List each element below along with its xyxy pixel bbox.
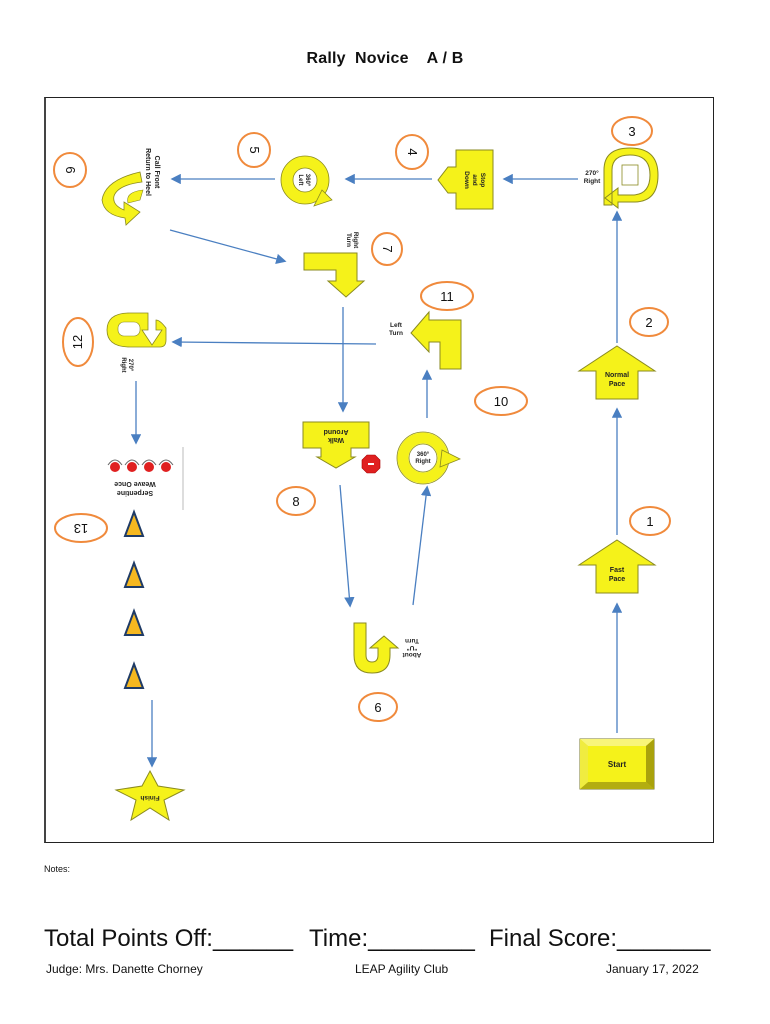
svg-text:3: 3	[628, 124, 635, 139]
svg-text:10: 10	[494, 394, 508, 409]
event-date: January 17, 2022	[606, 962, 699, 976]
station-9-about-u-turn-sign: About "U" Turn	[353, 622, 422, 674]
station-number-4: 4	[395, 134, 429, 170]
station-10-360-right-sign: 360° Right	[396, 431, 461, 485]
station-number-9: 9	[358, 692, 398, 722]
svg-text:11: 11	[440, 289, 454, 304]
station-12-270-right-sign: 270° Right	[106, 312, 167, 373]
notes-label: Notes:	[44, 864, 71, 874]
sign-text: Down	[463, 171, 470, 189]
final-score-field[interactable]: Final Score:_______	[489, 925, 711, 952]
station-11-left-turn-sign: Left Turn	[389, 310, 462, 370]
sign-text: Call Front	[153, 156, 160, 189]
svg-text:1: 1	[646, 514, 653, 529]
sign-text: 360°	[304, 174, 310, 187]
time-field[interactable]: Time:________	[309, 925, 475, 952]
station-numbers: 1 2 3 4 5 6 7 8 9 10 11 12 13	[53, 116, 671, 722]
sign-text: Left	[390, 322, 403, 329]
svg-text:2: 2	[645, 315, 652, 330]
station-number-10: 10	[474, 386, 528, 416]
sign-text: Turn	[345, 233, 352, 247]
sign-text: Pace	[609, 381, 625, 388]
sign-text: Right	[352, 232, 359, 249]
path-11-to-12	[171, 336, 377, 348]
station-8-walk-around-sign: Walk Around	[302, 421, 381, 474]
station-number-3: 3	[611, 116, 653, 146]
station-number-12: 12	[62, 317, 94, 367]
sign-text: 270°	[585, 169, 599, 177]
cone-icon	[123, 560, 145, 588]
sign-text: "U"	[407, 644, 418, 651]
cone-icon	[123, 608, 145, 636]
club-name: LEAP Agility Club	[355, 962, 449, 976]
finish-label: Finish	[140, 794, 159, 801]
sign-text: Left	[297, 175, 303, 186]
sign-text: 270°	[127, 359, 133, 372]
svg-text:6: 6	[63, 166, 78, 173]
sign-text: Weave Once	[114, 480, 156, 487]
station-number-11: 11	[420, 281, 474, 311]
svg-text:9: 9	[374, 700, 381, 715]
path-9-to-10	[412, 485, 432, 606]
station-number-7: 7	[371, 232, 403, 266]
svg-text:13: 13	[74, 521, 88, 536]
page-title: Rally Novice A / B	[306, 50, 464, 67]
station-number-5: 5	[237, 132, 271, 168]
start-sign: Start	[579, 738, 655, 790]
sign-text: Serpentine	[117, 489, 153, 496]
sign-text: Pace	[609, 576, 625, 583]
sign-text: Turn	[389, 330, 403, 337]
sign-text: About	[402, 651, 422, 658]
svg-text:8: 8	[292, 494, 299, 509]
station-7-right-turn-sign: Right Turn	[303, 232, 366, 298]
station-6-call-front-sign: Call Front Return to Heel	[101, 148, 160, 226]
path-arrows	[130, 173, 623, 768]
station-5-360-left-sign: 360° Left	[280, 155, 333, 207]
sign-text: Right	[415, 459, 430, 465]
sign-text: 360°	[417, 452, 430, 458]
station-number-1: 1	[629, 506, 671, 536]
finish-sign: Finish	[114, 769, 186, 822]
svg-text:4: 4	[405, 148, 420, 155]
station-3-270-right-sign: 270° Right	[584, 147, 659, 210]
sign-text: Fast	[610, 567, 625, 574]
sign-text: Right	[120, 357, 126, 372]
sign-text: Around	[324, 428, 349, 435]
station-2-normal-pace-sign: Normal Pace	[577, 345, 657, 400]
station-number-8: 8	[276, 486, 316, 516]
sign-text: Return to Heel	[144, 148, 151, 196]
path-8-to-9	[339, 484, 355, 608]
course-map-border	[44, 97, 714, 843]
path-6-to-7	[169, 229, 287, 264]
station-number-6: 6	[53, 152, 87, 188]
judge-name: Judge: Mrs. Danette Chorney	[46, 962, 203, 976]
cone-icon	[123, 509, 145, 537]
svg-text:12: 12	[70, 335, 85, 349]
station-4-stop-and-down-sign: Stop and Down	[437, 149, 494, 210]
total-points-off-field[interactable]: Total Points Off:______	[44, 925, 294, 952]
sign-text: Stop	[479, 173, 486, 187]
station-1-fast-pace-sign: Fast Pace	[577, 539, 657, 594]
svg-text:7: 7	[380, 245, 395, 252]
sign-text: Turn	[405, 637, 419, 644]
station-13-serpentine-sign: Serpentine Weave Once	[107, 447, 184, 510]
sign-text: Right	[584, 178, 601, 185]
station-number-13: 13	[54, 513, 108, 543]
sign-text: Walk	[328, 436, 344, 443]
station-number-2: 2	[629, 307, 669, 337]
svg-text:5: 5	[247, 146, 262, 153]
weave-cones	[123, 509, 145, 689]
cone-icon	[123, 661, 145, 689]
sign-text: Normal	[605, 372, 629, 379]
sign-text: and	[471, 174, 478, 186]
start-label: Start	[608, 760, 627, 769]
